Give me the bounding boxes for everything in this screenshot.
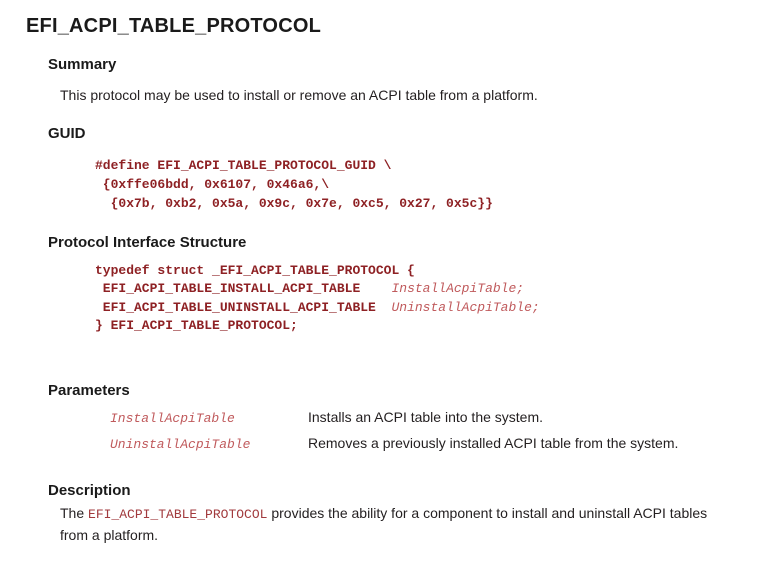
interface-code-line: } EFI_ACPI_TABLE_PROTOCOL; xyxy=(95,318,298,334)
description-text-after: provides the ability for a component to … xyxy=(60,504,708,543)
interface-code-block: typedef struct _EFI_ACPI_TABLE_PROTOCOL … xyxy=(95,262,742,336)
parameter-name: UninstallAcpiTable xyxy=(110,436,251,452)
member-type: EFI_ACPI_TABLE_INSTALL_ACPI_TABLE xyxy=(95,281,361,297)
parameters-heading: Parameters xyxy=(48,381,130,399)
guid-code-line: {0xffe06bdd, 0x6107, 0x46a6,\ xyxy=(95,177,330,192)
member-gap xyxy=(376,300,392,315)
interface-heading: Protocol Interface Structure xyxy=(48,234,247,251)
member-name: UninstallAcpiTable; xyxy=(391,299,540,315)
parameter-row: UninstallAcpiTable Removes a previously … xyxy=(110,431,742,457)
guid-code-line: {0x7b, 0xb2, 0x5a, 0x9c, 0x7e, 0xc5, 0x2… xyxy=(95,196,493,211)
document-page: EFI_ACPI_TABLE_PROTOCOL Summary This pro… xyxy=(0,14,768,546)
summary-heading: Summary xyxy=(48,56,117,73)
description-body: The EFI_ACPI_TABLE_PROTOCOL provides the… xyxy=(60,503,710,546)
parameter-row: InstallAcpiTable Installs an ACPI table … xyxy=(110,405,742,431)
member-name: InstallAcpiTable; xyxy=(391,281,525,297)
guid-heading: GUID xyxy=(48,125,86,142)
parameter-name: InstallAcpiTable xyxy=(110,410,235,426)
guid-code-block: #define EFI_ACPI_TABLE_PROTOCOL_GUID \ {… xyxy=(95,156,742,213)
interface-code-line: EFI_ACPI_TABLE_INSTALL_ACPI_TABLE Instal… xyxy=(95,280,742,298)
inline-code-protocol-name: EFI_ACPI_TABLE_PROTOCOL xyxy=(88,506,268,522)
interface-code-line: typedef struct _EFI_ACPI_TABLE_PROTOCOL … xyxy=(95,263,415,278)
description-text-before: The xyxy=(60,504,89,521)
description-heading: Description xyxy=(48,481,131,499)
guid-code-line: #define EFI_ACPI_TABLE_PROTOCOL_GUID \ xyxy=(95,158,392,173)
summary-body: This protocol may be used to install or … xyxy=(60,87,538,103)
page-title: EFI_ACPI_TABLE_PROTOCOL xyxy=(26,15,322,37)
parameter-list: InstallAcpiTable Installs an ACPI table … xyxy=(110,405,742,457)
interface-code-line: EFI_ACPI_TABLE_UNINSTALL_ACPI_TABLE Unin… xyxy=(95,299,742,317)
member-gap xyxy=(360,281,391,296)
parameter-description: Removes a previously installed ACPI tabl… xyxy=(308,434,679,451)
member-type: EFI_ACPI_TABLE_UNINSTALL_ACPI_TABLE xyxy=(95,299,376,315)
parameter-description: Installs an ACPI table into the system. xyxy=(308,408,544,425)
